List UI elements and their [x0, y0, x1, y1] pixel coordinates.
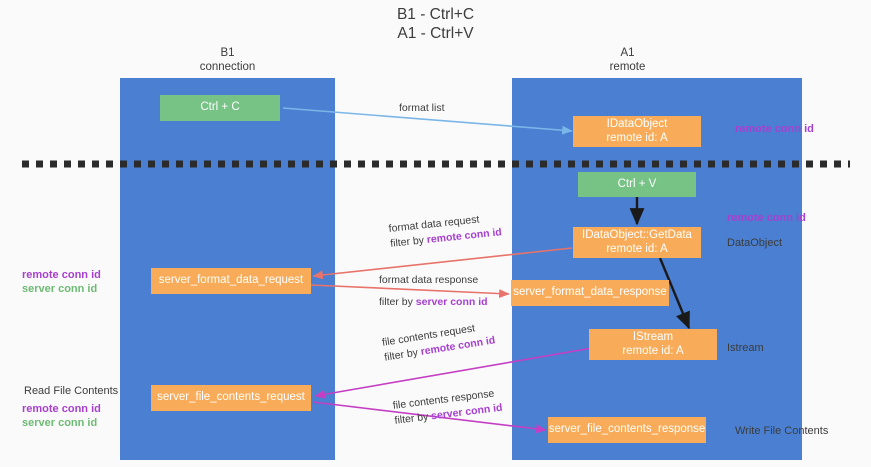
box-istream-line1: IStream	[632, 331, 674, 343]
box-idataobject-line2: remote id: A	[606, 131, 668, 144]
label-read-file-contents-text: Read File Contents	[24, 385, 119, 397]
label-remote-conn-id-top: remote conn id	[735, 122, 814, 136]
box-ctrl-c[interactable]: Ctrl + C	[160, 95, 280, 121]
label-remote-conn-id-mid: remote conn id	[727, 211, 806, 225]
arrow-label-file-contents-response: file contents response filter by server …	[392, 386, 503, 429]
filter-key-server-conn-id-1: server conn id	[415, 296, 488, 308]
arrow-label-format-data-response-line1: format data response	[379, 274, 479, 286]
box-server-file-contents-request[interactable]: server_file_contents_request	[151, 385, 311, 411]
box-istream[interactable]: IStream remote id: A	[589, 329, 717, 360]
column-header-b1: B1 connection	[140, 47, 315, 74]
label-istream: Istream	[727, 341, 764, 355]
label-conn-ids-left-top: remote conn id server conn id	[22, 268, 101, 296]
label-read-file-contents: Read File Contents	[24, 384, 118, 398]
arrow-label-format-list-text: format list	[399, 102, 445, 114]
arrow-label-file-contents-request: file contents request filter by remote c…	[381, 318, 496, 365]
label-server-conn-id-left-2: server conn id	[22, 417, 98, 429]
column-header-a1-sub: remote	[609, 60, 646, 73]
box-server-file-contents-response[interactable]: server_file_contents_response	[548, 417, 706, 443]
label-dataobject-text: DataObject	[727, 237, 783, 249]
box-idataobject-getdata[interactable]: IDataObject::GetData remote id: A	[573, 227, 701, 258]
title-line-1: B1 - Ctrl+C	[396, 6, 475, 23]
box-server-format-data-response[interactable]: server_format_data_response	[511, 280, 669, 306]
box-idataobject-line1: IDataObject	[606, 118, 668, 130]
label-remote-conn-id-mid-text: remote conn id	[727, 212, 806, 224]
box-server-file-contents-response-label: server_file_contents_response	[548, 423, 706, 436]
box-server-format-data-response-label: server_format_data_response	[513, 286, 667, 299]
title-line-2: A1 - Ctrl+V	[397, 25, 474, 42]
label-remote-conn-id-top-text: remote conn id	[735, 123, 814, 135]
box-ctrl-v-label: Ctrl + V	[617, 177, 657, 190]
column-header-a1: A1 remote	[540, 47, 715, 74]
arrow-label-format-list: format list	[399, 101, 445, 116]
box-ctrl-c-label: Ctrl + C	[200, 101, 240, 114]
arrow-label-format-data-response: format data response filter by server co…	[379, 273, 488, 310]
label-remote-conn-id-left: remote conn id	[22, 269, 101, 281]
label-write-file-contents: Write File Contents	[735, 424, 828, 438]
label-conn-ids-left-bottom: remote conn id server conn id	[22, 402, 101, 430]
box-idataobject[interactable]: IDataObject remote id: A	[573, 116, 701, 147]
label-write-file-contents-text: Write File Contents	[735, 425, 829, 437]
box-server-file-contents-request-label: server_file_contents_request	[157, 391, 305, 404]
label-server-conn-id-left: server conn id	[22, 283, 98, 295]
label-remote-conn-id-left-2: remote conn id	[22, 403, 101, 415]
label-dataobject: DataObject	[727, 236, 782, 250]
box-ctrl-v[interactable]: Ctrl + V	[578, 172, 696, 197]
box-server-format-data-request[interactable]: server_format_data_request	[151, 268, 311, 294]
column-header-b1-name: B1	[220, 47, 235, 59]
column-header-b1-sub: connection	[199, 60, 256, 73]
arrow-label-format-data-request: format data request filter by remote con…	[388, 210, 503, 252]
filter-prefix-1: filter by	[389, 234, 428, 250]
arrow-label-format-data-response-line2: filter by server conn id	[379, 295, 488, 310]
box-getdata-line2: remote id: A	[606, 242, 668, 255]
label-istream-text: Istream	[727, 342, 764, 354]
box-server-format-data-request-label: server_format_data_request	[158, 274, 304, 287]
filter-prefix-2: filter by	[379, 296, 416, 308]
diagram-title: B1 - Ctrl+C A1 - Ctrl+V	[0, 5, 871, 43]
box-getdata-line1: IDataObject::GetData	[582, 229, 692, 241]
column-header-a1-name: A1	[620, 47, 635, 59]
box-istream-line2: remote id: A	[622, 344, 684, 357]
filter-prefix-4: filter by	[393, 410, 432, 427]
